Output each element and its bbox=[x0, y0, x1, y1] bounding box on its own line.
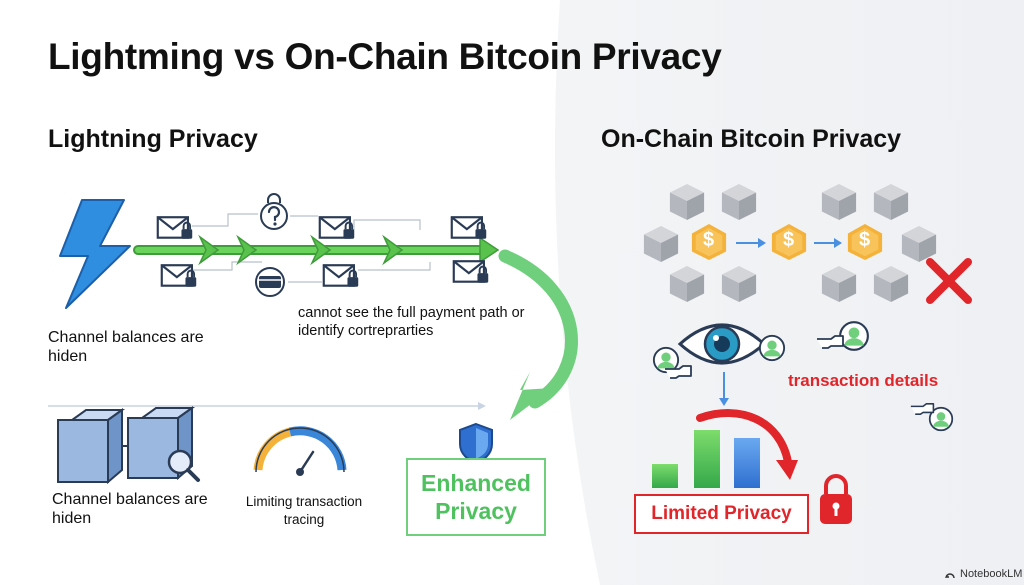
enhanced-privacy-label: Enhanced Privacy bbox=[421, 470, 531, 524]
limited-privacy-label: Limited Privacy bbox=[651, 503, 792, 524]
coin-symbol-1: $ bbox=[703, 229, 715, 251]
eye-down-arrow bbox=[719, 372, 729, 406]
payment-path-caption: cannot see the full payment path or iden… bbox=[298, 305, 525, 339]
brand-logo-icon bbox=[945, 573, 955, 579]
padlock-icon bbox=[820, 474, 852, 524]
enhanced-privacy-box: Enhanced Privacy bbox=[406, 458, 546, 536]
bar-chart-icon bbox=[652, 430, 760, 488]
payment-path-arrow bbox=[133, 234, 500, 266]
coin-symbol-3: $ bbox=[859, 229, 871, 251]
gauge-icon bbox=[253, 426, 347, 476]
lightning-bolt-icon bbox=[59, 199, 131, 309]
eye-icon bbox=[677, 323, 767, 365]
card-icon bbox=[255, 267, 285, 297]
channel-balances-caption: Channel balances are hiden bbox=[48, 329, 204, 365]
cube-icon bbox=[57, 406, 196, 485]
lock-question-icon bbox=[260, 193, 288, 230]
limited-privacy-box: Limited Privacy bbox=[634, 494, 809, 534]
transaction-details-label: transaction details bbox=[788, 371, 939, 390]
network-lines bbox=[192, 213, 431, 283]
onchain-heading: On-Chain Bitcoin Privacy bbox=[601, 125, 902, 153]
x-mark-icon bbox=[926, 258, 972, 304]
tracing-caption: Limiting transaction tracing bbox=[245, 494, 363, 527]
channel-balances-caption-bottom: Channel balances are hiden bbox=[52, 491, 208, 527]
shield-icon bbox=[459, 422, 493, 465]
coin-symbol-2: $ bbox=[783, 229, 795, 251]
right-panel-background bbox=[555, 0, 1024, 585]
enhanced-curve-arrow bbox=[498, 249, 578, 420]
lightning-heading: Lightning Privacy bbox=[48, 125, 258, 153]
limited-curve-arrow bbox=[696, 409, 798, 480]
coin-flow-arrows bbox=[736, 238, 842, 248]
magnifier-icon bbox=[167, 449, 200, 482]
brand-label: NotebookLM bbox=[960, 568, 1023, 580]
divider-arrow bbox=[48, 402, 486, 410]
page-title: Lightming vs On-Chain Bitcoin Privacy bbox=[48, 36, 722, 77]
